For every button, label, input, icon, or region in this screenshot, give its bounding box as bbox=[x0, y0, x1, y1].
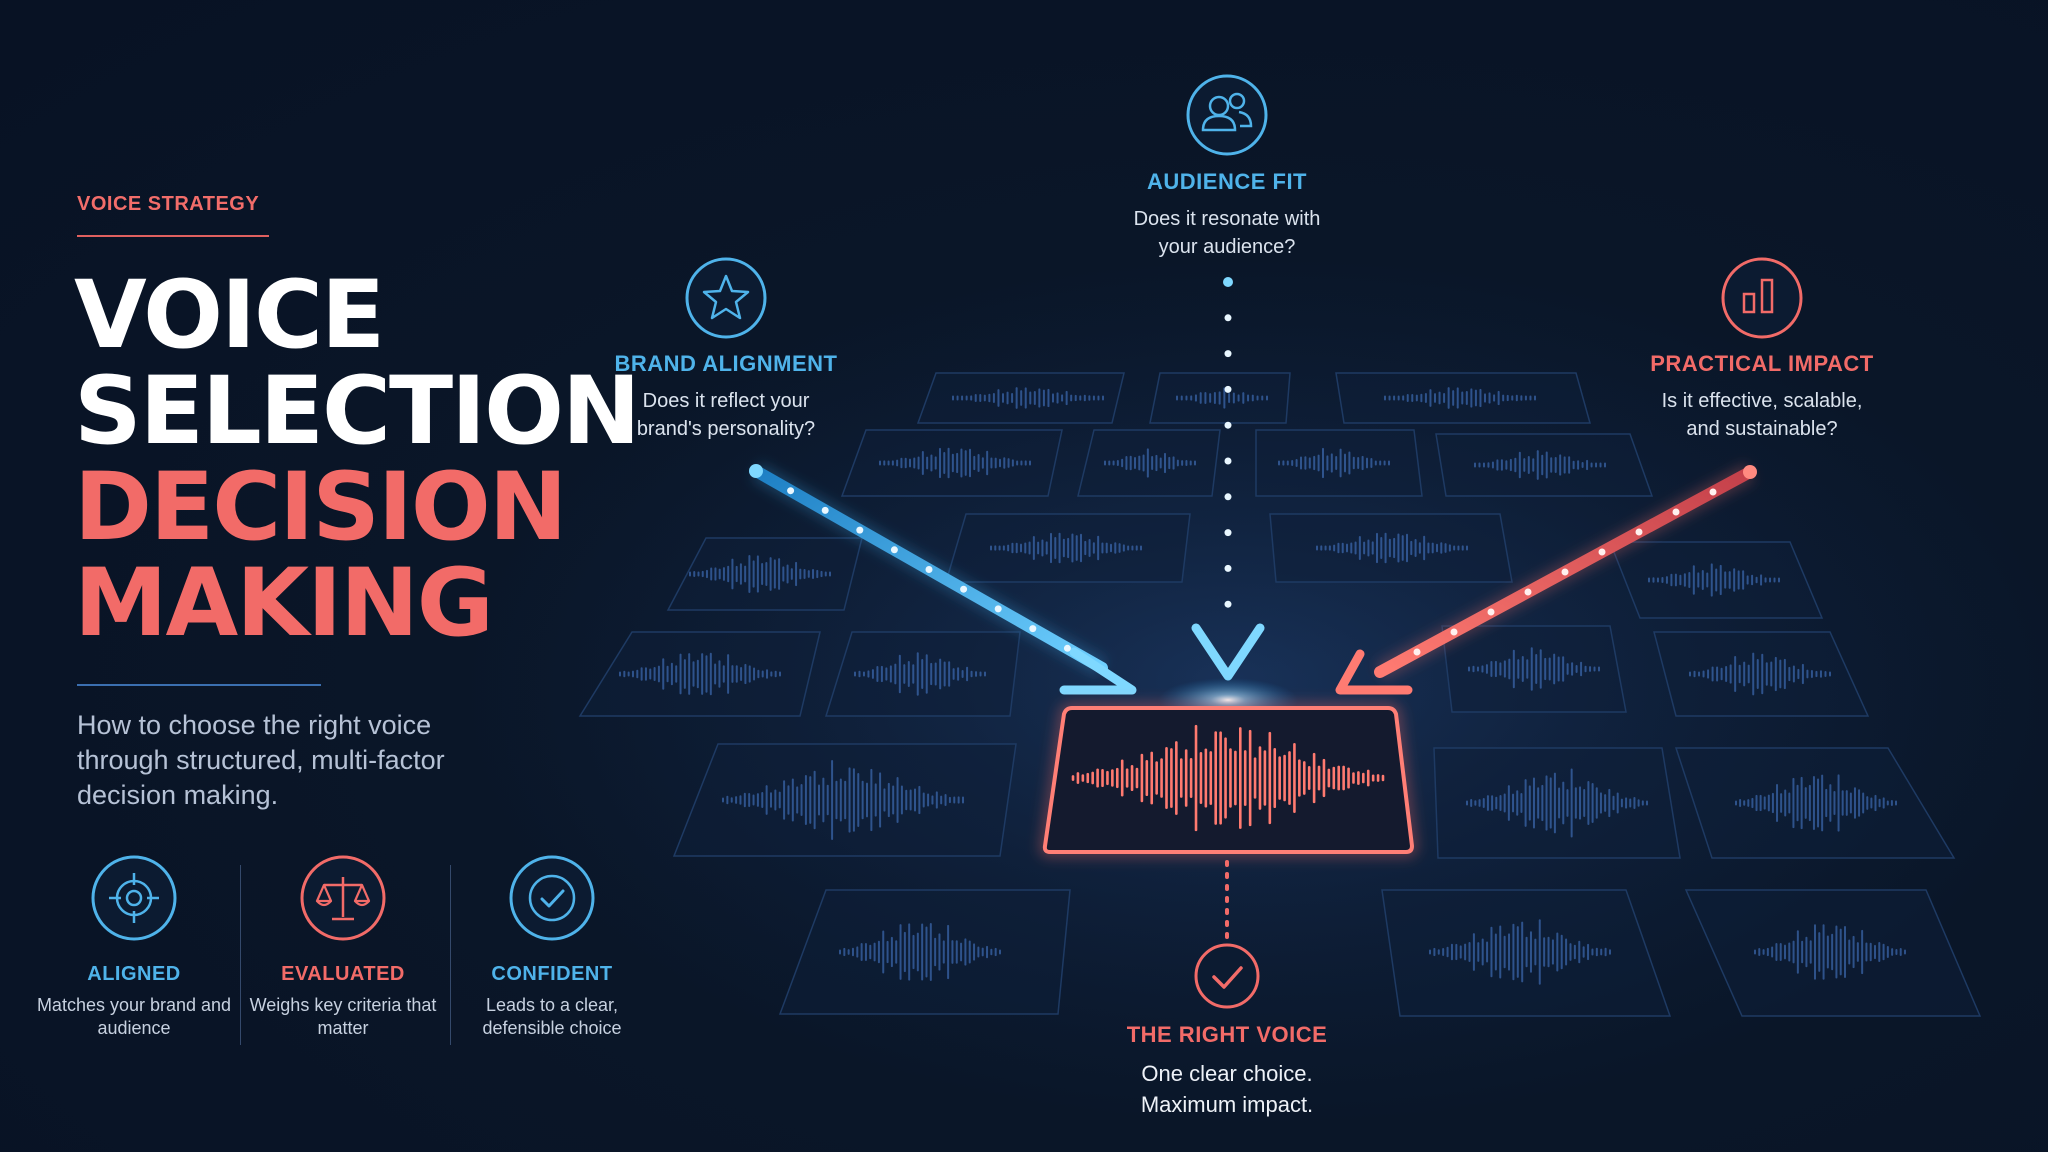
audience-fit-node: AUDIENCE FIT Does it resonate with your … bbox=[1077, 169, 1377, 261]
feature-description: Weighs key criteria that matter bbox=[249, 995, 437, 1038]
node-description: Does it resonate with your audience? bbox=[1077, 205, 1377, 261]
page-title: VOICE SELECTION DECISION MAKING bbox=[74, 261, 641, 658]
title-divider bbox=[77, 684, 321, 686]
arrow-dot bbox=[787, 487, 795, 495]
result-description: One clear choice. Maximum impact. bbox=[1067, 1058, 1387, 1120]
title-line: VOICE bbox=[74, 261, 385, 370]
waveform-card bbox=[1433, 747, 1681, 859]
eyebrow-divider bbox=[77, 235, 269, 237]
waveform-card-grid bbox=[578, 372, 1982, 1017]
node-description-line: brand's personality? bbox=[636, 418, 816, 440]
node-description: Does it reflect your brand's personality… bbox=[576, 387, 876, 443]
node-label: BRAND ALIGNMENT bbox=[614, 351, 838, 376]
arrow-dot bbox=[925, 566, 933, 573]
feature-description: Matches your brand and audience bbox=[36, 995, 232, 1038]
waveform-card bbox=[1435, 433, 1654, 497]
node-description-line: your audience? bbox=[1158, 236, 1296, 258]
arrow-dot bbox=[1224, 421, 1232, 429]
arrow-dot bbox=[1029, 625, 1037, 633]
arrow-dot bbox=[821, 506, 829, 514]
arrow-dot bbox=[1224, 493, 1232, 501]
practical-impact-node: PRACTICAL IMPACT Is it effective, scalab… bbox=[1602, 351, 1922, 443]
title-line: DECISION bbox=[74, 453, 567, 562]
node-description-line: Does it resonate with bbox=[1133, 208, 1321, 230]
arrow-dot bbox=[1224, 314, 1232, 322]
selected-waveform bbox=[1071, 724, 1385, 832]
result-description-line: Maximum impact. bbox=[1140, 1092, 1314, 1117]
arrow-dot bbox=[890, 546, 898, 554]
arrow-dot bbox=[1224, 350, 1232, 358]
arrow-dot bbox=[1709, 488, 1717, 496]
arrow-dots bbox=[787, 314, 1717, 656]
waveform-card bbox=[1674, 747, 1956, 859]
arrow-dot bbox=[1487, 608, 1495, 616]
waveform-card bbox=[1653, 631, 1870, 717]
eyebrow-label: VOICE STRATEGY bbox=[77, 193, 260, 215]
title-line: SELECTION bbox=[74, 357, 641, 466]
check-circle-icon bbox=[509, 855, 595, 941]
node-description-line: Does it reflect your bbox=[642, 390, 810, 412]
arrow-dot bbox=[1224, 529, 1232, 537]
feature-divider bbox=[450, 865, 451, 1045]
result-description-line: One clear choice. bbox=[1141, 1061, 1313, 1086]
waveform-card bbox=[666, 537, 863, 611]
node-description-line: and sustainable? bbox=[1686, 418, 1838, 440]
selected-voice-card bbox=[1037, 701, 1420, 859]
node-description: Is it effective, scalable, and sustainab… bbox=[1602, 387, 1922, 443]
waveform-card bbox=[1255, 429, 1423, 497]
brand-alignment-node: BRAND ALIGNMENT Does it reflect your bra… bbox=[576, 351, 876, 443]
node-label: PRACTICAL IMPACT bbox=[1650, 351, 1874, 376]
subtitle: How to choose the right voice through st… bbox=[77, 710, 445, 810]
arrow-dot bbox=[1063, 644, 1071, 652]
feature-aligned: ALIGNED Matches your brand and audience bbox=[29, 855, 239, 1040]
feature-label: CONFIDENT bbox=[491, 963, 613, 985]
waveform-card bbox=[1269, 513, 1513, 583]
arrow-dot bbox=[1561, 568, 1569, 576]
bar-chart-icon bbox=[1721, 257, 1803, 339]
arrow-dot bbox=[1450, 628, 1458, 636]
node-label: AUDIENCE FIT bbox=[1147, 169, 1307, 194]
feature-label: EVALUATED bbox=[281, 963, 405, 985]
audience-fit-arrow bbox=[1191, 276, 1265, 681]
arrow-dot bbox=[856, 526, 864, 534]
result-node: THE RIGHT VOICE One clear choice. Maximu… bbox=[1067, 1022, 1387, 1120]
feature-label: ALIGNED bbox=[87, 963, 181, 985]
arrow-dot bbox=[1224, 385, 1232, 393]
arrow-dot bbox=[1224, 600, 1232, 608]
feature-confident: CONFIDENT Leads to a clear, defensible c… bbox=[447, 855, 657, 1040]
feature-description: Leads to a clear, defensible choice bbox=[482, 995, 622, 1038]
arrow-dot bbox=[1224, 457, 1232, 465]
feature-divider bbox=[240, 865, 241, 1045]
arrow-dot bbox=[1635, 528, 1643, 536]
arrow-dot bbox=[1413, 648, 1421, 656]
scale-icon bbox=[300, 855, 386, 941]
waveform-card bbox=[1077, 429, 1221, 497]
arrow-dot bbox=[1598, 548, 1606, 556]
arrow-dot bbox=[1524, 588, 1532, 596]
arrow-dot bbox=[960, 585, 968, 593]
users-icon bbox=[1186, 74, 1268, 156]
waveform-card bbox=[578, 631, 821, 717]
background-waveforms bbox=[619, 387, 1906, 985]
star-icon bbox=[685, 257, 767, 339]
arrow-dot bbox=[994, 605, 1002, 613]
waveform-card bbox=[778, 889, 1071, 1015]
result-label: THE RIGHT VOICE bbox=[1126, 1022, 1328, 1047]
title-line: MAKING bbox=[74, 549, 494, 658]
check-circle-icon bbox=[1194, 943, 1260, 1009]
arrow-dot bbox=[1672, 508, 1680, 516]
feature-evaluated: EVALUATED Weighs key criteria that matte… bbox=[238, 855, 448, 1040]
arrow-dot bbox=[1224, 564, 1232, 572]
target-icon bbox=[91, 855, 177, 941]
waveform-card bbox=[1441, 625, 1627, 713]
node-description-line: Is it effective, scalable, bbox=[1661, 390, 1863, 412]
